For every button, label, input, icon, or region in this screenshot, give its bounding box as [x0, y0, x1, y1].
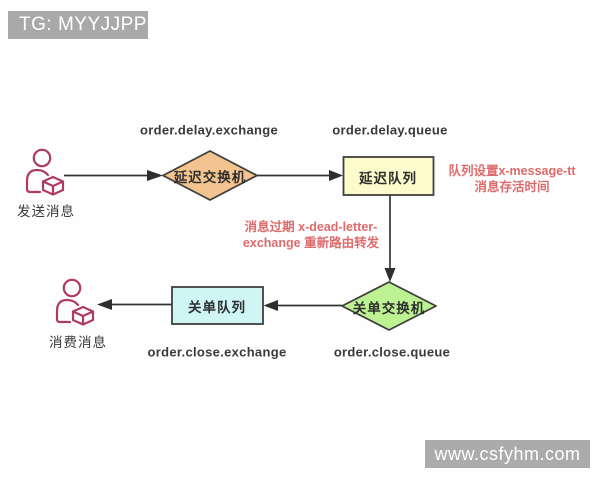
arrowhead-icon	[384, 268, 396, 282]
ttl-annotation-line1: 队列设置x-message-tt	[448, 164, 576, 178]
arrowhead-icon	[329, 170, 343, 181]
delay-exchange-label: 延迟交换机	[173, 170, 247, 185]
tag-badge: TG: MYYJJPP	[8, 11, 148, 39]
message-box-icon	[41, 175, 65, 196]
dead-letter-annotation-line1: 消息过期 x-dead-letter-	[244, 220, 378, 234]
arrowhead-icon	[147, 170, 163, 181]
close-queue-label: 关单队列	[188, 299, 246, 315]
delay-queue-label: 延迟队列	[359, 170, 417, 186]
producer-label: 发送消息	[17, 204, 75, 219]
arrow-close-queue-to-consumer	[97, 299, 172, 310]
dead-letter-annotation: 消息过期 x-dead-letter- exchange 重新路由转发	[243, 220, 379, 251]
arrowhead-icon	[97, 299, 112, 310]
producer-user-icon	[25, 148, 65, 196]
caption-delay-queue: order.delay.queue	[332, 122, 448, 138]
close-exchange-label: 关单交换机	[352, 300, 426, 316]
close-queue-rect	[171, 286, 264, 325]
caption-delay-exchange: order.delay.exchange	[140, 122, 278, 138]
consumer-label: 消费消息	[49, 335, 107, 350]
arrow-delay-queue-to-close-exchange	[384, 195, 396, 282]
arrow-delay-exchange-to-delay-queue	[257, 170, 343, 181]
dead-letter-annotation-line2: exchange 重新路由转发	[242, 235, 380, 250]
caption-close-queue: order.close.exchange	[147, 344, 287, 360]
ttl-annotation: 队列设置x-message-tt 消息存活时间	[448, 164, 575, 195]
consumer-user-icon	[55, 278, 95, 326]
close-exchange-diamond	[341, 281, 437, 331]
delay-queue-rect	[342, 156, 435, 196]
arrowhead-icon	[263, 300, 278, 311]
arrow-close-exchange-to-close-queue	[263, 300, 342, 311]
ttl-annotation-line2: 消息存活时间	[474, 179, 550, 194]
site-watermark: www.csfyhm.com	[425, 440, 590, 468]
delay-exchange-diamond	[162, 150, 258, 201]
arrow-producer-to-delay-exchange	[64, 170, 163, 181]
caption-close-exchange: order.close.queue	[333, 344, 451, 360]
message-box-icon	[71, 305, 95, 326]
